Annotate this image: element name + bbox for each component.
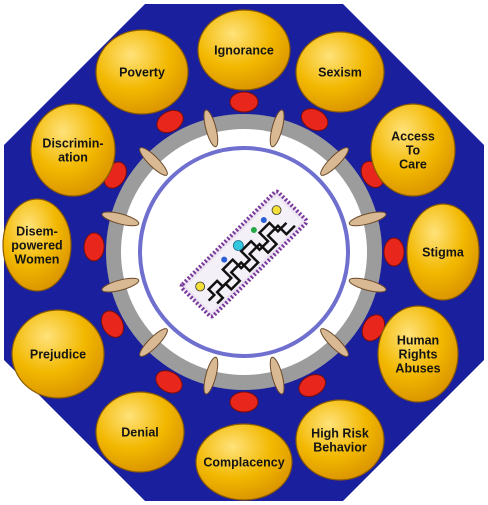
factor-ellipse: [195, 423, 293, 501]
factor-label: High Risk: [311, 427, 369, 441]
factor-label: Denial: [121, 426, 159, 440]
factor-label: Sexism: [318, 66, 362, 80]
factor-label: Behavior: [313, 441, 367, 455]
strip-dot-blue-1: [221, 256, 228, 263]
membrane-spike: [101, 211, 140, 227]
factor-stalk: [229, 91, 259, 113]
factor-ellipse: [295, 31, 385, 113]
membrane-spike: [203, 356, 219, 395]
factor-stalk: [383, 237, 405, 267]
factor-stalk: [100, 310, 125, 338]
strip-dot-yellow-1: [195, 281, 206, 292]
zigzag-line-2: [215, 223, 296, 305]
factor-node: Discrimin-ation: [30, 103, 116, 197]
factor-node: Prejudice: [11, 309, 105, 399]
factor-label: Access: [391, 130, 435, 144]
factor-stalk: [298, 374, 326, 398]
factor-ellipse: [197, 9, 291, 91]
membrane-spike: [269, 356, 285, 395]
factor-node: Sexism: [295, 31, 385, 113]
spike-layer: [101, 109, 387, 395]
factor-node: Ignorance: [197, 9, 291, 91]
strip-dot-yellow-2: [271, 205, 282, 216]
membrane-spike: [320, 147, 349, 176]
factor-label: Rights: [399, 348, 438, 362]
factor-stalk: [300, 108, 329, 132]
membrane-spike: [139, 328, 168, 357]
factor-label: Disem-: [16, 225, 58, 239]
factor-ellipse: [377, 305, 459, 403]
factor-node: Denial: [95, 391, 185, 473]
factor-node: Poverty: [95, 29, 189, 115]
factor-label: powered: [11, 239, 62, 253]
factor-label: Poverty: [119, 66, 165, 80]
factor-ellipse: [95, 29, 189, 115]
factor-label: Ignorance: [214, 44, 274, 58]
factor-label: Complacency: [203, 456, 284, 470]
factor-label: Prejudice: [30, 348, 86, 362]
factor-ellipse: [30, 103, 116, 197]
factor-ellipse-layer: IgnoranceSexismAccessToCareStigmaHumanRi…: [2, 9, 480, 501]
factor-stalk: [83, 232, 105, 262]
factor-label: ation: [58, 151, 88, 165]
factor-ellipse: [370, 103, 456, 197]
strip-dot-green: [250, 226, 257, 233]
membrane-spike: [101, 277, 140, 293]
factor-ellipse: [2, 198, 72, 292]
factor-label: Abuses: [395, 362, 440, 376]
factor-stalk: [156, 109, 184, 134]
factor-label: Care: [399, 158, 427, 172]
factor-stalk: [155, 370, 183, 394]
strip-dot-cyan: [232, 240, 244, 251]
factor-label: Discrimin-: [42, 137, 103, 151]
membrane-spike: [203, 109, 219, 148]
factor-ellipse: [406, 203, 480, 301]
factor-label: Human: [397, 334, 439, 348]
strip-dot-blue-2: [260, 217, 267, 224]
factor-ellipse: [95, 391, 185, 473]
factor-ellipse: [11, 309, 105, 399]
factor-ellipse: [295, 399, 385, 481]
membrane-spike: [269, 109, 285, 148]
factor-stalk: [229, 391, 259, 413]
membrane-spike: [348, 277, 387, 293]
factor-label: Stigma: [422, 246, 465, 260]
membrane-spike: [139, 147, 168, 176]
factor-node: Stigma: [406, 203, 480, 301]
factor-label: Women: [15, 253, 60, 267]
membrane-spike: [320, 328, 349, 357]
zigzag-line-1: [206, 221, 288, 302]
rna-strip: [179, 189, 309, 319]
stalk-layer: [83, 91, 405, 413]
factor-node: Complacency: [195, 423, 293, 501]
membrane-spike: [348, 211, 387, 227]
factor-label: To: [406, 144, 421, 158]
